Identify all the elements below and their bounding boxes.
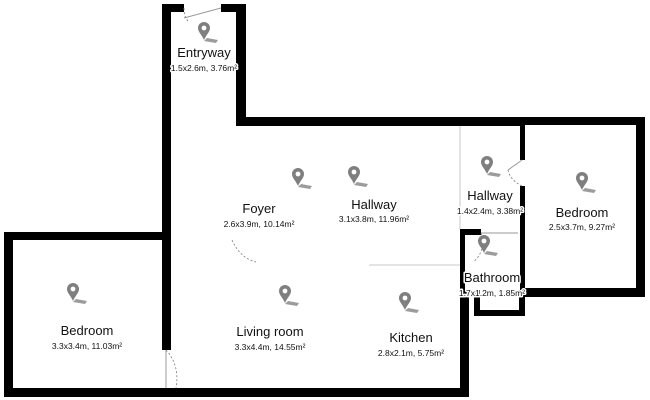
map-pin-icon <box>481 156 501 177</box>
room-foyer: Foyer 2.6x3.9m, 10.14m² <box>222 168 312 231</box>
room-name: Entryway <box>177 45 231 60</box>
room-name: Foyer <box>242 201 276 216</box>
map-pin-icon <box>399 292 419 313</box>
map-pin-icon <box>198 22 218 43</box>
wall-bathroom-left <box>460 229 465 296</box>
wall-bedroom-left-bottom <box>4 388 171 397</box>
map-pin-icon <box>292 168 312 189</box>
room-bedroom-right: Bedroom 2.5x3.7m, 9.27m² <box>547 172 617 234</box>
room-dimensions: 2.8x2.1m, 5.75m² <box>378 348 444 358</box>
wall-bedroom-right-bottom <box>524 288 645 297</box>
map-pin-icon <box>279 285 299 306</box>
room-dimensions: 1.4x2.4m, 3.38m² <box>457 206 523 216</box>
room-living-room: Living room 3.3x4.4m, 14.55m² <box>233 285 307 354</box>
room-labels: Entryway 1.5x2.6m, 3.76m² Foyer 2.6x3.9m… <box>50 22 617 360</box>
wall-bedroom-left-outer <box>4 232 13 397</box>
map-pin-icon <box>478 235 498 256</box>
wall-bedroom-right-partition-upper <box>520 117 525 160</box>
room-entryway: Entryway 1.5x2.6m, 3.76m² <box>169 22 239 75</box>
wall-main-top <box>236 117 525 126</box>
room-dimensions: 1.5x2.6m, 3.76m² <box>171 63 237 73</box>
room-dimensions: 3.3x3.4m, 11.03m² <box>52 341 122 351</box>
door-bedroom-right-swing <box>507 169 523 187</box>
wall-bedroom-right-partition-lower <box>520 186 525 291</box>
room-name: Bathroom <box>464 270 520 285</box>
room-dimensions: 2.6x3.9m, 10.14m² <box>224 219 295 229</box>
door-bedroom-right <box>507 159 523 171</box>
interior-lines <box>369 126 461 266</box>
wall-entryway-top-left <box>162 4 184 12</box>
room-name: Hallway <box>467 188 513 203</box>
room-name: Kitchen <box>389 330 432 345</box>
room-name: Living room <box>236 324 303 339</box>
room-bathroom: Bathroom 1.7x1.2m, 1.85m² <box>457 235 527 300</box>
room-dimensions: 3.1x3.8m, 11.96m² <box>339 214 409 224</box>
room-bedroom-left: Bedroom 3.3x3.4m, 11.03m² <box>50 283 124 353</box>
map-pin-icon <box>67 283 87 304</box>
room-name: Bedroom <box>61 323 114 338</box>
door-bathroom-swing <box>472 232 483 263</box>
door-foyer-swing <box>231 239 257 263</box>
room-dimensions: 3.3x4.4m, 14.55m² <box>235 342 306 352</box>
room-dimensions: 1.7x1.2m, 1.85m² <box>459 288 525 298</box>
room-hallway-small: Hallway 1.4x2.4m, 3.38m² <box>455 156 525 218</box>
wall-entryway-left <box>162 4 171 240</box>
room-kitchen: Kitchen 2.8x2.1m, 5.75m² <box>376 292 446 360</box>
wall-bedroom-left-top <box>4 232 171 240</box>
map-pin-icon <box>348 166 368 187</box>
room-name: Hallway <box>351 197 397 212</box>
door-entryway <box>183 7 222 19</box>
wall-bedroom-right-top <box>520 117 645 125</box>
wall-bathroom-top-left <box>460 229 481 235</box>
door-bedroom-left-swing <box>165 349 178 389</box>
room-name: Bedroom <box>556 205 609 220</box>
wall-main-bottom <box>162 388 469 397</box>
walls <box>4 4 645 397</box>
wall-bathroom-annex-left <box>474 290 480 316</box>
wall-bathroom-annex-bottom <box>474 310 525 316</box>
wall-entryway-top-right <box>221 4 246 12</box>
wall-bedroom-right-outer <box>636 117 645 297</box>
room-hallway-main: Hallway 3.1x3.8m, 11.96m² <box>337 166 411 226</box>
door-entryway-swing <box>183 7 190 23</box>
wall-entryway-right <box>236 4 246 126</box>
doors <box>165 7 523 389</box>
wall-bedroom-left-partition-upper <box>162 232 171 350</box>
wall-bathroom-annex-right <box>519 290 525 316</box>
map-pin-icon <box>576 172 596 193</box>
room-dimensions: 2.5x3.7m, 9.27m² <box>549 222 615 232</box>
wall-kitchen-right <box>460 290 469 397</box>
